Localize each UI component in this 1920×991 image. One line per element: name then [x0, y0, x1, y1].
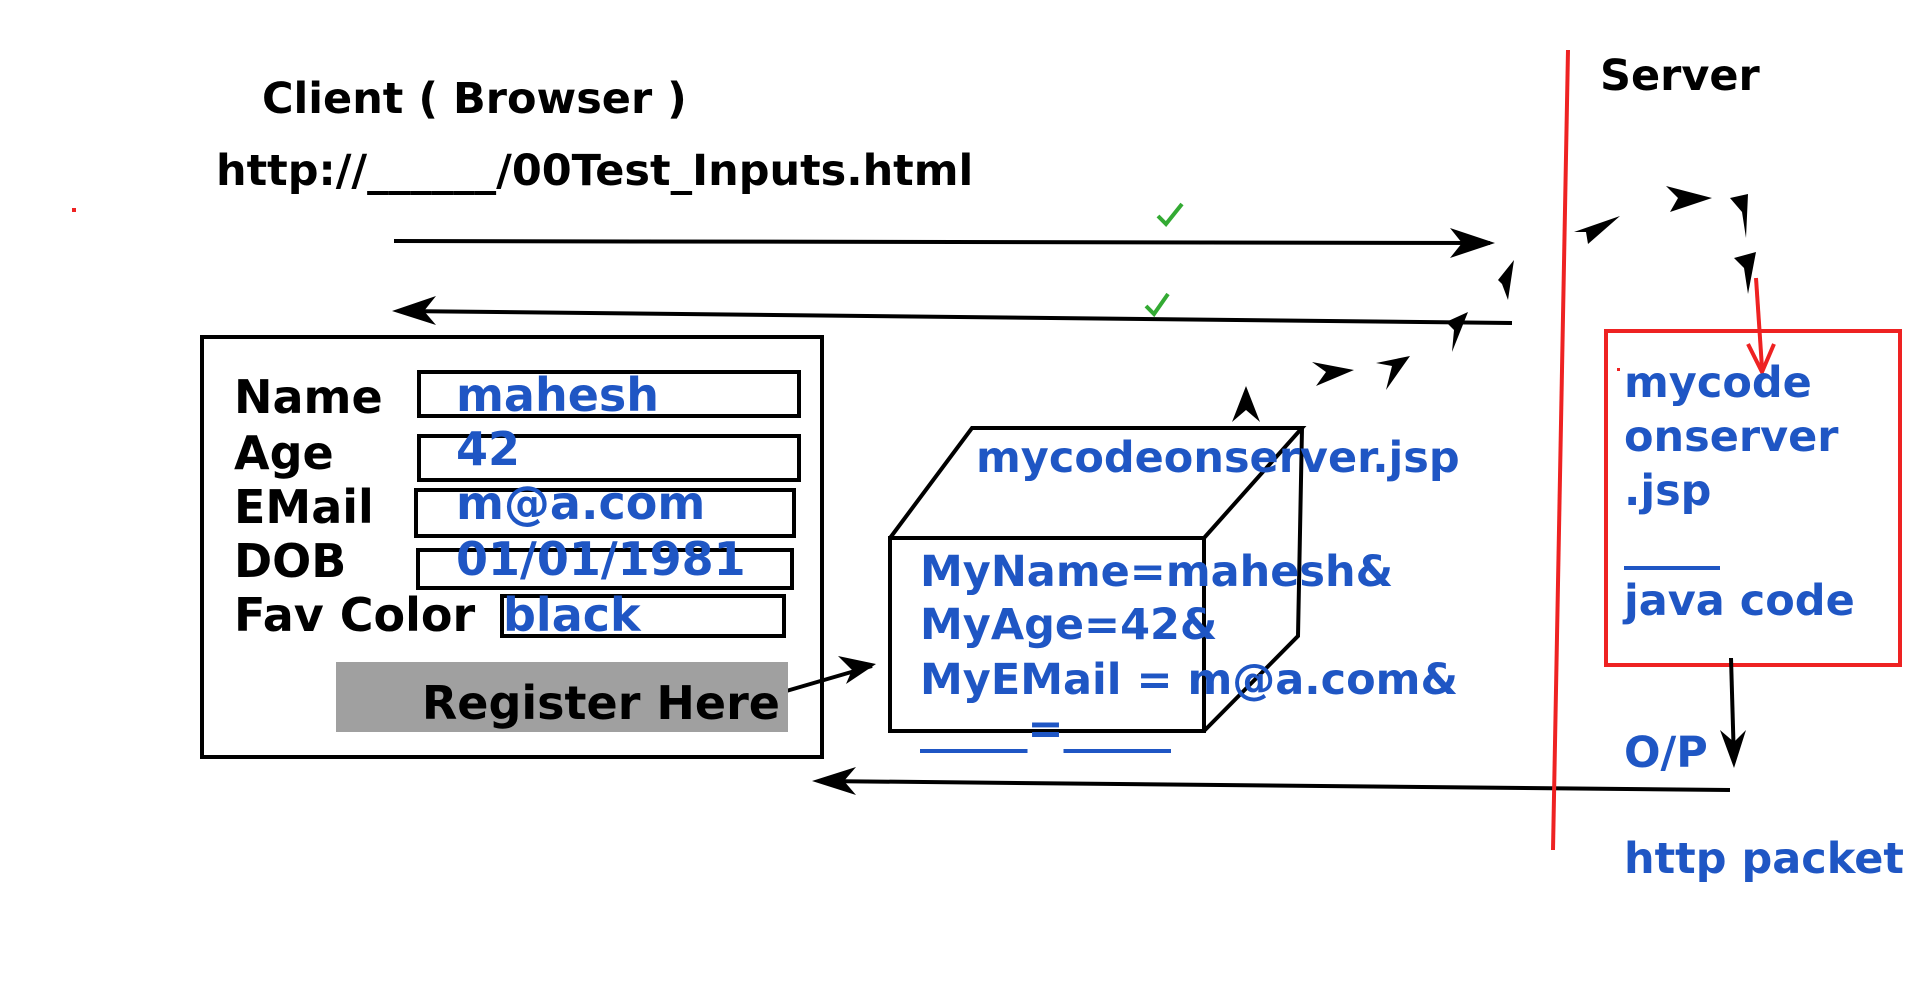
code-box-line: java code [1624, 576, 1855, 626]
fav-color-value: black [503, 588, 641, 642]
packet-line: MyAge=42& [920, 600, 1218, 650]
form-label-name: Name [234, 370, 383, 424]
packet-placeholder: _____=_____ [920, 704, 1172, 754]
form-label-email: EMail [234, 480, 374, 534]
packet-target: mycodeonserver.jsp [976, 433, 1460, 483]
register-button-label: Register Here [421, 676, 780, 730]
client-url: http://______/00Test_Inputs.html [216, 146, 974, 196]
packet-line: MyEMail = m@a.com& [920, 655, 1458, 705]
client-server-divider [1551, 49, 1570, 851]
http-packet-box [888, 426, 1307, 733]
http-packet-label: http packet [1624, 834, 1904, 884]
client-title: Client ( Browser ) [262, 74, 687, 124]
registration-form-frame [200, 335, 824, 759]
packet-line: MyName=mahesh& [920, 547, 1394, 597]
email-input[interactable] [414, 488, 796, 538]
code-box-line: .jsp [1624, 466, 1712, 516]
request-arrow [393, 228, 1495, 258]
form-label-dob: DOB [234, 534, 347, 588]
packet-path-arrowheads [1312, 186, 1756, 390]
fav-color-input[interactable] [500, 594, 786, 638]
code-box-divider [1624, 566, 1720, 570]
server-title: Server [1600, 51, 1760, 101]
age-input[interactable] [417, 434, 801, 482]
red-dot [1617, 368, 1620, 371]
name-input[interactable] [417, 370, 801, 418]
register-button[interactable]: Register Here [336, 662, 788, 732]
server-code-box [1604, 329, 1902, 667]
red-arrow-into-code-box [1746, 277, 1776, 377]
name-value: mahesh [456, 368, 660, 422]
code-box-line: onserver [1624, 412, 1839, 462]
check-icon [1144, 292, 1170, 318]
age-value: 42 [456, 422, 521, 476]
code-box-line: mycode [1624, 358, 1812, 408]
email-value: m@a.com [456, 476, 706, 530]
output-arrow [812, 767, 1731, 795]
packet-up-arrowhead [1232, 386, 1260, 422]
form-label-fav-color: Fav Color [234, 588, 476, 642]
dob-value: 01/01/1981 [456, 532, 746, 586]
red-dot [72, 208, 76, 212]
response-arrow [392, 296, 1513, 325]
output-label: O/P [1624, 728, 1708, 778]
form-label-age: Age [234, 426, 334, 480]
check-icon [1156, 202, 1184, 227]
code-to-output-arrow [1720, 657, 1746, 768]
submit-arrow [775, 656, 876, 696]
dob-input[interactable] [416, 548, 794, 590]
